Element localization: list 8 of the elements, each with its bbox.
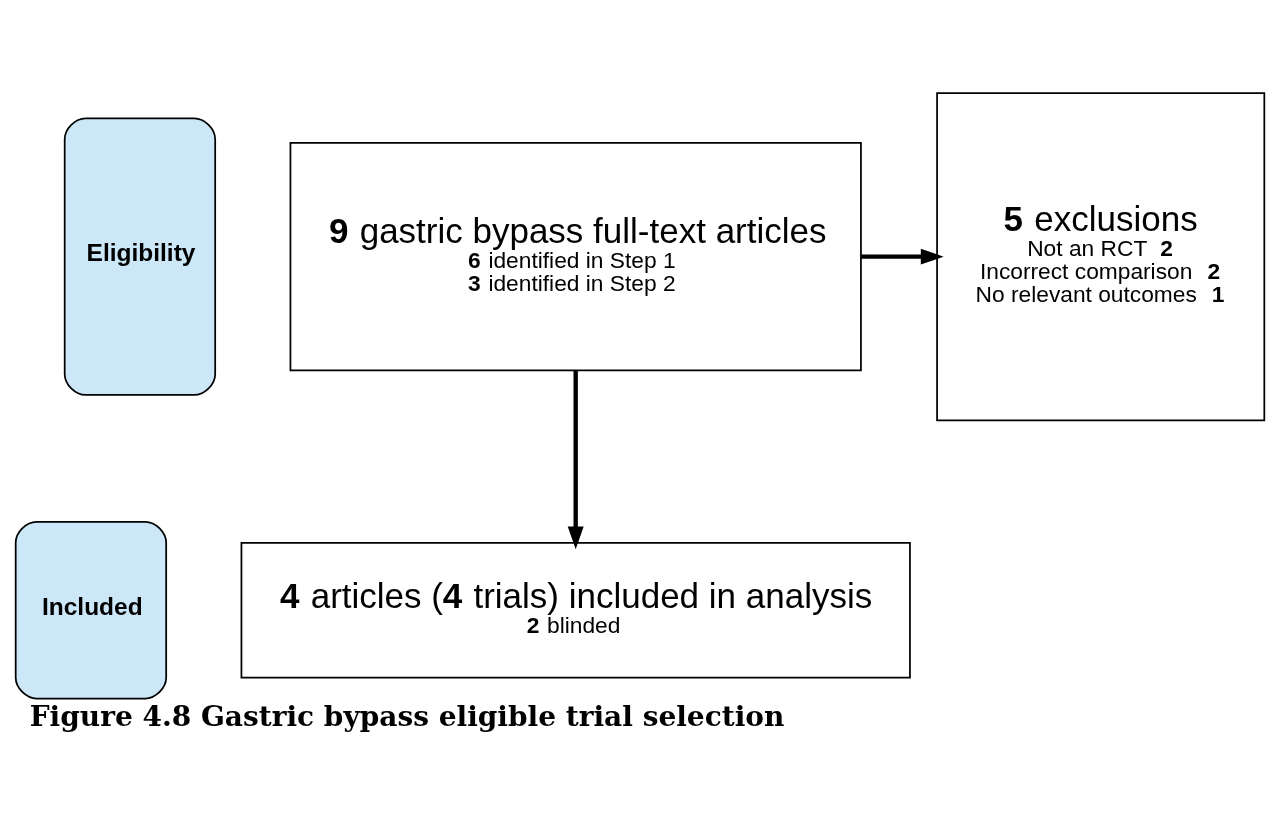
node-box: 5 exclusions Not an RCT 2 Incorrect comparison 2 No relevant outcomes 1 (936, 92, 1266, 422)
arrow (861, 248, 944, 265)
caption: Figure 4.8 Gastric bypass eligible trial selection (29, 700, 785, 734)
arrow (567, 370, 584, 550)
node-box: 9 gastric bypass full-text articles 6 identified in Step 1 3 identified in Step 2 (289, 142, 862, 372)
node-box: Included (14, 520, 168, 700)
node-box: 4 articles (4 trials) included in analysis 2 blinded (240, 541, 911, 679)
node-box: Eligibility (63, 117, 217, 396)
